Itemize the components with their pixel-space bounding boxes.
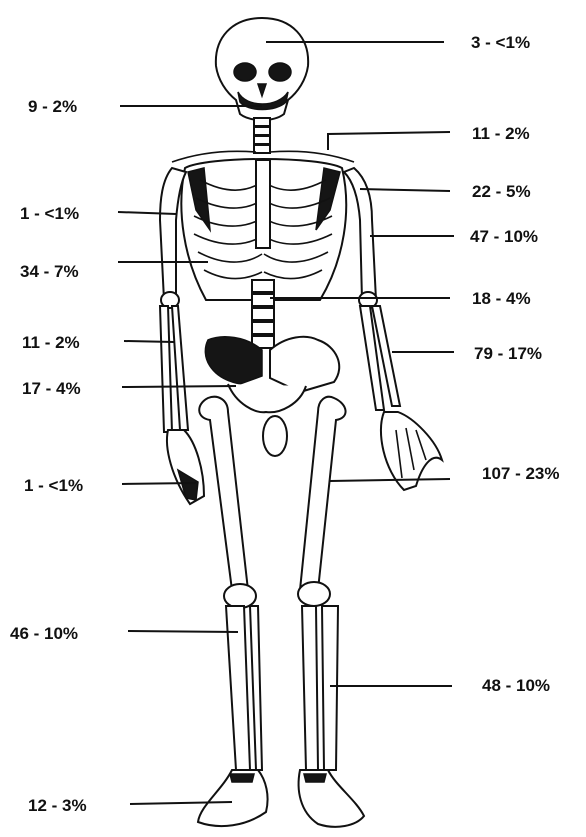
label-spine: 18 - 4% (472, 289, 531, 308)
leader-radius-ulna (124, 341, 174, 342)
label-scapula: 22 - 5% (472, 182, 531, 201)
leader-hand (122, 483, 196, 484)
leader-scapula (360, 189, 450, 191)
label-mandible: 9 - 2% (28, 97, 77, 116)
skull-bone (216, 18, 308, 120)
leg-right (198, 397, 268, 826)
label-hand: 1 - <1% (24, 476, 83, 495)
label-tibia-fibula-left: 48 - 10% (482, 676, 550, 695)
leader-clavicle (328, 132, 450, 150)
leg-left (298, 397, 364, 827)
leader-tibia-fibula-right (128, 631, 238, 632)
label-pelvis: 17 - 4% (22, 379, 81, 398)
rib-cage (181, 159, 346, 300)
label-humerus-left: 47 - 10% (470, 227, 538, 246)
label-clavicle: 11 - 2% (472, 124, 530, 143)
label-humerus-right: 1 - <1% (20, 204, 79, 223)
label-foot: 12 - 3% (28, 796, 87, 815)
label-skull: 3 - <1% (471, 33, 530, 52)
leader-femur (330, 479, 450, 481)
skeleton-illustration (160, 18, 442, 827)
label-femur: 107 - 23% (482, 464, 560, 483)
label-forearm-left: 79 - 17% (474, 344, 542, 363)
lumbar-spine (252, 280, 274, 348)
cervical-spine (254, 118, 270, 153)
label-ribs: 34 - 7% (20, 262, 79, 281)
arm-left (344, 168, 442, 490)
label-radius-ulna: 11 - 2% (22, 333, 80, 352)
label-tibia-fibula-right: 46 - 10% (10, 624, 78, 643)
leader-pelvis (122, 386, 236, 387)
